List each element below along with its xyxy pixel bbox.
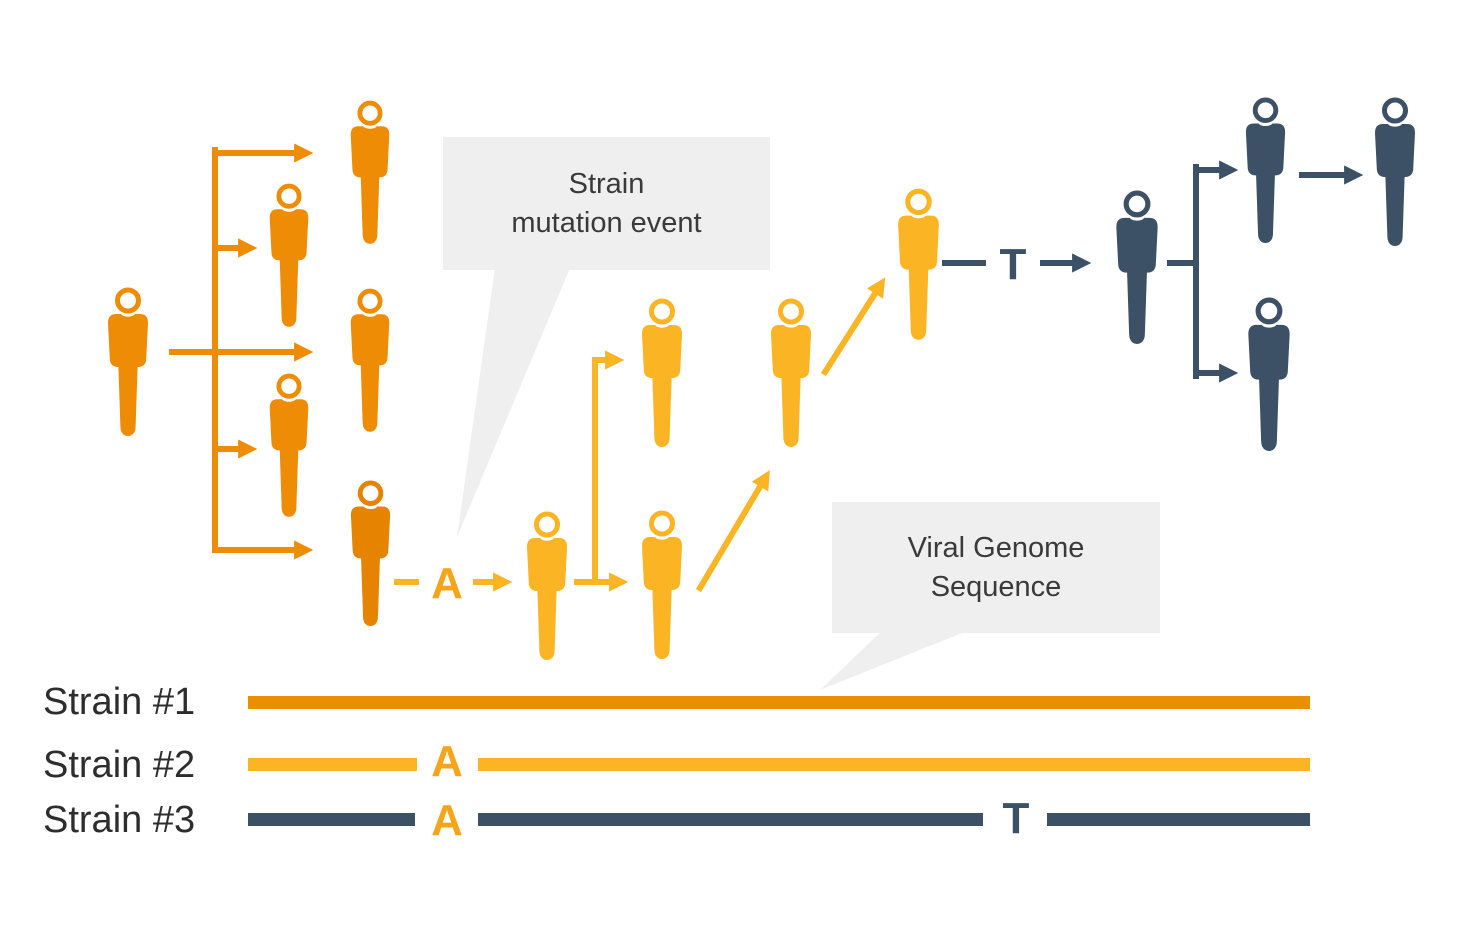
person-orange-second (262, 183, 316, 328)
person-navy-right (1367, 97, 1423, 247)
person-amber-branch-top (634, 298, 690, 448)
callout-strain-mutation-event: Strain mutation event (443, 137, 770, 270)
person-amber-mutation-source (890, 188, 947, 341)
strain3-sequence-bar-segment1 (248, 813, 415, 826)
amber-diagonal-arrow-2 (820, 277, 886, 377)
callout-genome-line1: Viral Genome (907, 532, 1085, 565)
strain3-mutation-letter-a: A (431, 796, 463, 845)
mutation-letter-a-flow: A (431, 559, 463, 608)
strain2-sequence-bar-segment1 (248, 758, 417, 771)
person-amber-third (763, 298, 819, 448)
strain2-sequence-bar-segment2 (478, 758, 1310, 771)
strain3-sequence-bar-segment2 (478, 813, 983, 826)
person-orange-fourth (262, 373, 316, 518)
callout-mutation-line1: Strain (568, 168, 645, 201)
person-amber-branch-bottom (634, 510, 690, 660)
person-navy-first (1108, 190, 1166, 345)
person-amber-first (519, 511, 575, 661)
mutation-letter-t-flow: T (999, 240, 1027, 289)
person-patient-zero-orange (100, 287, 156, 437)
strain1-label: Strain #1 (43, 681, 196, 723)
person-orange-middle (343, 288, 397, 433)
strain3-mutation-letter-t: T (1002, 794, 1030, 843)
person-navy-branch-top (1238, 97, 1293, 244)
amber-diagonal-arrow-1 (695, 470, 770, 593)
callout-mutation-tail (457, 268, 570, 537)
callout-genome-tail (820, 631, 967, 690)
person-orange-mutation-source (343, 480, 398, 627)
callout-viral-genome-sequence: Viral Genome Sequence (832, 502, 1160, 633)
callout-genome-line2: Sequence (930, 570, 1062, 603)
strain1-sequence-bar (248, 696, 1310, 709)
strain2-mutation-letter-a: A (431, 737, 463, 786)
person-navy-branch-bottom (1240, 297, 1298, 452)
strain3-label: Strain #3 (43, 799, 196, 841)
strain3-sequence-bar-segment3 (1047, 813, 1310, 826)
callout-mutation-line2: mutation event (511, 206, 702, 239)
person-orange-top (343, 100, 397, 245)
strain2-label: Strain #2 (43, 744, 196, 786)
